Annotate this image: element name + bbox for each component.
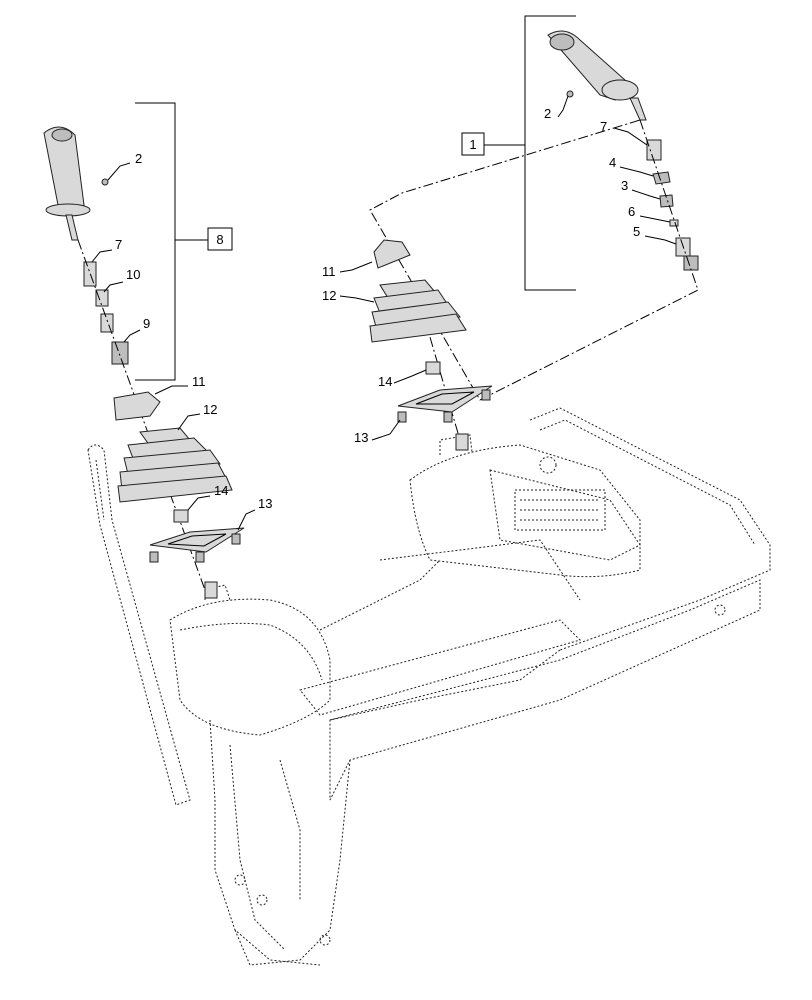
left-adapter-10 [95, 289, 109, 307]
cab-frame-outline [87, 407, 771, 966]
callout-right-2: 2 [544, 106, 551, 121]
callout-right-5: 5 [633, 224, 640, 239]
right-nut-3 [659, 194, 674, 208]
callout-labels: 2 7 10 9 11 12 14 13 2 7 4 3 6 5 11 12 [91, 95, 677, 531]
callout-left-2: 2 [135, 151, 142, 166]
left-cover-11 [113, 391, 161, 421]
right-cover-11 [373, 239, 411, 269]
left-plug [100, 313, 114, 333]
callout-left-7: 7 [115, 237, 122, 252]
right-plate-13 [397, 385, 493, 423]
left-assembly-bracket [135, 102, 176, 381]
left-screw-2 [101, 178, 109, 186]
callout-left-11: 11 [192, 374, 206, 389]
callout-right-14: 14 [378, 374, 392, 389]
callout-left-10: 10 [126, 267, 140, 282]
right-stem [455, 433, 469, 451]
callout-left-14: 14 [214, 483, 228, 498]
left-stem [204, 581, 218, 599]
callout-right-7: 7 [600, 119, 607, 134]
right-joystick-handle [547, 30, 647, 121]
right-assembly-bracket [524, 15, 576, 291]
callout-left-12: 12 [203, 402, 217, 417]
right-washer-6 [669, 219, 679, 227]
callout-left-9: 9 [143, 316, 150, 331]
callout-right-3: 3 [621, 178, 628, 193]
right-assembly: 1 [369, 15, 699, 451]
callout-right-11: 11 [322, 264, 336, 279]
callout-right-12: 12 [322, 288, 336, 303]
right-adapter-7 [646, 139, 662, 161]
right-assembly-label: 1 [469, 137, 476, 152]
left-joystick-handle [43, 126, 91, 241]
right-assembly-label-box [461, 132, 485, 156]
left-assembly-label-box [207, 227, 233, 251]
left-assembly-label: 8 [216, 232, 223, 247]
left-boot-12 [117, 427, 233, 503]
callout-left-13: 13 [258, 496, 272, 511]
right-boot-12 [369, 279, 467, 343]
left-nut-14 [173, 509, 189, 523]
left-connector-9 [111, 341, 129, 365]
right-nut-4 [652, 171, 671, 185]
left-plate-13 [149, 527, 245, 563]
left-assembly: 8 [43, 102, 245, 599]
callout-right-6: 6 [628, 204, 635, 219]
right-screw-2 [566, 90, 574, 98]
callout-right-4: 4 [609, 155, 616, 170]
right-connector [683, 255, 699, 271]
right-nut-14 [425, 361, 441, 375]
callout-right-13: 13 [354, 430, 368, 445]
